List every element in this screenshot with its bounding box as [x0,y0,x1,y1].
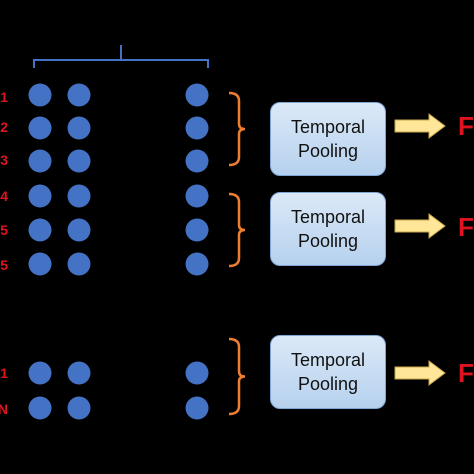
node-circle [67,361,91,385]
node-circle [185,149,209,173]
node-circle [28,252,52,276]
group-bracket [228,337,246,416]
node-circle [28,184,52,208]
group-bracket [228,192,246,268]
output-label: F [458,212,474,242]
pool-box-line1: Temporal [290,207,366,227]
node-circle [28,116,52,140]
node-circle [28,396,52,420]
group-bracket [228,91,246,167]
right-arrow-icon [394,360,446,386]
node-circle [185,83,209,107]
node-circle [28,149,52,173]
node-circle [185,252,209,276]
pool-box-line2: Pooling [297,374,359,394]
row-label: 5 [0,222,8,238]
row-label: 5 [0,257,8,273]
node-circle [185,218,209,242]
node-circle [67,252,91,276]
row-label: N [0,401,8,417]
node-circle [67,218,91,242]
node-circle [28,218,52,242]
temporal-pooling-box: Temporal Pooling [270,192,386,266]
temporal-pooling-box: Temporal Pooling [270,102,386,176]
pool-box-line1: Temporal [290,117,366,137]
node-circle [185,361,209,385]
pool-box-line1: Temporal [290,350,366,370]
node-circle [185,396,209,420]
top-bracket [33,45,209,68]
node-circle [185,184,209,208]
row-label: -1 [0,365,8,381]
pool-box-line2: Pooling [297,231,359,251]
pool-box-line2: Pooling [297,141,359,161]
node-circle [28,361,52,385]
row-label: 3 [0,152,8,168]
node-circle [67,184,91,208]
row-label: 4 [0,188,8,204]
output-label: F [458,111,474,141]
output-label: F [458,358,474,388]
row-label: 1 [0,89,8,105]
temporal-pooling-box: Temporal Pooling [270,335,386,409]
right-arrow-icon [394,113,446,139]
node-circle [67,83,91,107]
node-circle [67,396,91,420]
row-label: 2 [0,119,8,135]
node-circle [28,83,52,107]
node-circle [185,116,209,140]
node-circle [67,149,91,173]
right-arrow-icon [394,213,446,239]
node-circle [67,116,91,140]
